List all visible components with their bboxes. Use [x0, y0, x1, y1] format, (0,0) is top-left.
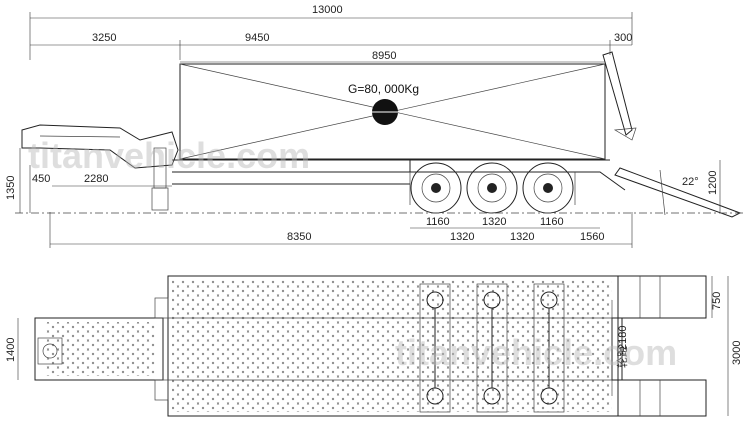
top-view: 1400 轮距 2180 3000 750 titanvehicle.com [5, 275, 743, 417]
dim-outer-width: 3000 [731, 341, 743, 365]
deck-plan [167, 275, 619, 417]
watermark-upper: titanvehicle.com [28, 135, 310, 176]
rear-ramps: 22° [602, 51, 742, 218]
axle-wheels [409, 162, 576, 214]
side-view: 13000 3250 9450 300 8950 G=80, 000Kg [5, 4, 745, 248]
gooseneck-plan [34, 317, 164, 381]
dim-axle-upper-2: 1320 [482, 216, 506, 228]
dim-axle-width-prefix: 轮距 [615, 346, 629, 368]
width-dimensions: 1400 轮距 2180 3000 750 [5, 276, 743, 416]
dim-rear-overhang: 1560 [580, 231, 604, 243]
height-dimensions: 1350 450 2280 [5, 148, 172, 213]
main-deck [172, 159, 626, 191]
dim-axle-upper-3: 1160 [540, 216, 564, 228]
dim-axle-lower-1: 1320 [450, 231, 474, 243]
dim-ramp-angle: 22° [682, 176, 699, 188]
dim-cargo-length: 8950 [372, 50, 396, 62]
gooseneck [21, 124, 179, 211]
ramp-height-dimension: 1200 [707, 160, 721, 213]
load-weight-label: G=80, 000Kg [348, 82, 419, 96]
cargo-box: G=80, 000Kg [179, 63, 606, 160]
dim-ramp-section: 300 [614, 32, 632, 44]
dim-ramp-height: 1200 [707, 171, 719, 195]
dim-height-total: 1350 [5, 176, 17, 200]
axle-plan [419, 283, 565, 413]
dim-kingpin-to-axle: 8350 [287, 231, 311, 243]
watermark-lower: titanvehicle.com [395, 332, 677, 373]
dim-axle-lower-2: 1320 [510, 231, 534, 243]
dim-axle-upper-1: 1160 [426, 216, 450, 228]
dim-front-section: 3250 [92, 32, 116, 44]
dim-deck-section: 9450 [245, 32, 269, 44]
dim-front-width: 1400 [5, 338, 17, 362]
dim-axle-width: 2180 [617, 326, 629, 350]
dim-gooseneck-height: 450 [32, 173, 50, 185]
dim-ramp-width: 750 [711, 292, 723, 310]
dim-kingpin-to-deck: 2280 [84, 173, 108, 185]
overall-dimension: 13000 [29, 4, 633, 60]
axle-dimensions: 1160 1320 1160 8350 1320 1320 1560 [49, 212, 633, 248]
dim-overall-length: 13000 [312, 4, 343, 16]
section-dimensions: 3250 9450 300 8950 [30, 32, 632, 63]
